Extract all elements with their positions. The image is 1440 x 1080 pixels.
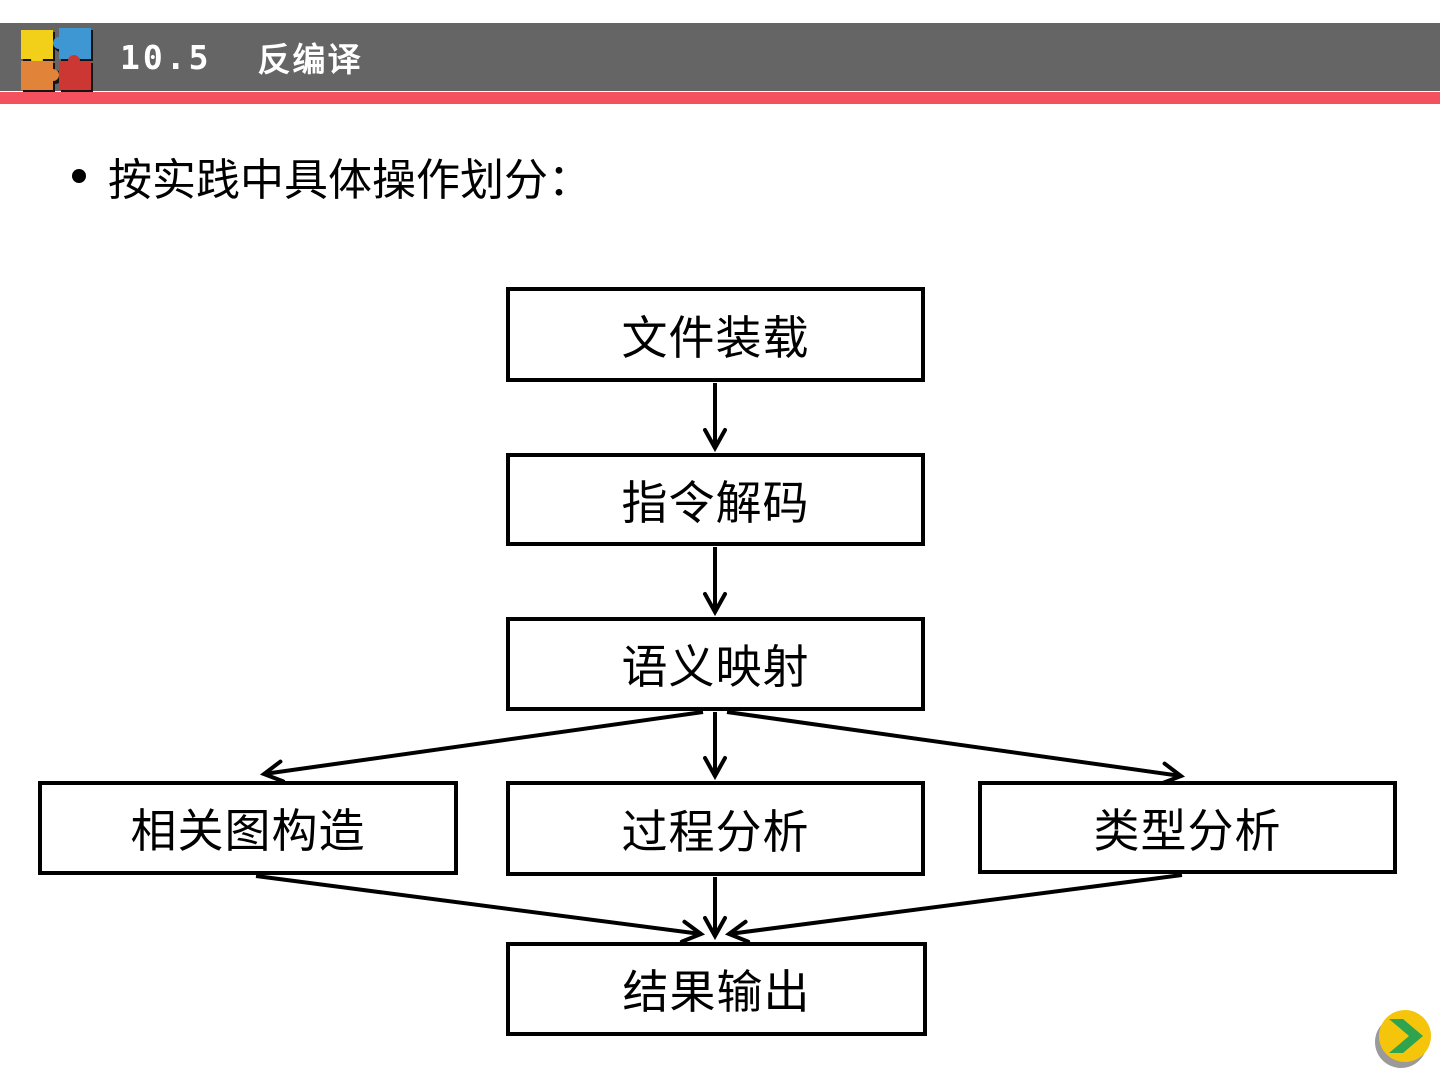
bullet-item: 按实践中具体操作划分： [72, 144, 592, 208]
section-title: 反编译 [257, 40, 363, 79]
flowchart-node-graph-construction: 相关图构造 [38, 781, 458, 875]
node-label: 语义映射 [621, 641, 810, 693]
bullet-text: 按实践中具体操作划分： [108, 156, 592, 205]
header-bar [0, 23, 1440, 91]
edge-graph-to-output [255, 874, 706, 944]
flowchart-node-type-analysis: 类型分析 [978, 781, 1397, 874]
puzzle-logo-icon [21, 28, 93, 92]
next-arrow-icon [1375, 1010, 1431, 1068]
node-label: 文件装载 [621, 311, 810, 364]
bullet-icon [72, 169, 86, 183]
section-number: 10.5 [120, 37, 212, 77]
page-title: 10.5 反编译 [120, 23, 362, 91]
edge-map-to-graph [259, 710, 704, 784]
flowchart-node-instruction-decoding: 指令解码 [506, 453, 925, 546]
node-label: 相关图构造 [130, 805, 366, 857]
edge-map-to-type [726, 710, 1186, 786]
accent-line [0, 92, 1440, 104]
node-label: 类型分析 [1093, 804, 1282, 857]
flowchart-node-file-loading: 文件装载 [506, 287, 925, 382]
next-page-button[interactable] [1372, 1006, 1436, 1070]
flowchart-node-semantic-mapping: 语义映射 [506, 617, 925, 711]
node-label: 结果输出 [622, 966, 811, 1018]
edge-type-to-output [724, 873, 1183, 944]
flowchart-node-process-analysis: 过程分析 [506, 781, 925, 876]
flowchart-node-result-output: 结果输出 [506, 942, 927, 1036]
node-label: 过程分析 [621, 805, 810, 858]
node-label: 指令解码 [621, 476, 810, 529]
